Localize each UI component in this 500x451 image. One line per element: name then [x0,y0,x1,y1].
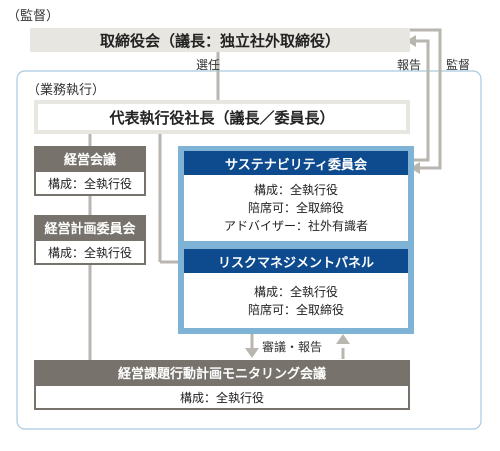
mgmt-meeting-composition: 構成：全執行役 [34,170,146,196]
sustainability-line: 陪席可：全取締役 [247,201,344,215]
report-arrow [406,35,416,47]
board-of-directors: 取締役会（議長：独立社外取締役） [30,28,410,52]
execution-section-label: （業務執行） [27,83,106,98]
risk-panel-line: 陪席可：全取締役 [247,302,344,317]
monitoring-meeting-composition: 構成：全執行役 [34,384,410,410]
risk-panel-line: 構成：全執行役 [253,284,338,299]
sustainability-committee-title: サステナビリティ委員会 [184,151,408,175]
mgmt-plan-committee-title: 経営計画委員会 [34,215,146,239]
mgmt-plan-committee-composition: 構成：全執行役 [34,239,146,265]
down-arrow [245,348,259,358]
sustainability-line: アドバイザー：社外有識者 [223,219,368,233]
deliberation-label: 審議・報告 [262,340,323,354]
mgmt-meeting-title: 経営会議 [34,146,146,170]
supervise-label: 監督 [446,58,471,72]
risk-panel-body: 構成：全執行役 陪席可：全取締役 [184,273,408,328]
report-label: 報告 [397,58,422,72]
execution-frame [16,70,482,430]
elect-label: 選任 [196,58,221,72]
sustainability-line: 構成：全執行役 [253,183,338,197]
risk-panel-title: リスクマネジメントパネル [184,249,408,273]
sustainability-committee-body: 構成：全執行役 陪席可：全取締役 アドバイザー：社外有識者 [184,175,408,241]
monitoring-meeting-title: 経営課題行動計画モニタリング会議 [34,360,410,384]
report-line [412,39,430,162]
up-arrow [336,334,350,344]
president-box: 代表執行役社長（議長／委員長） [34,100,410,134]
supervise-arrow [410,162,420,174]
supervision-section-label: （監督） [7,9,60,24]
supervise-line [410,28,442,170]
